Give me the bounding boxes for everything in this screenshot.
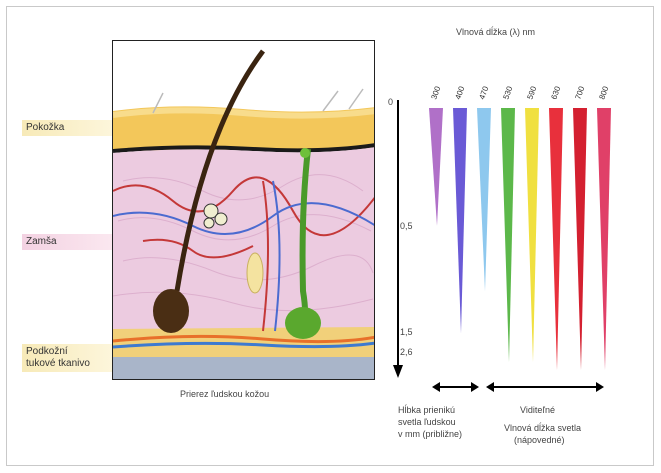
dermis-label: Zamša <box>22 234 114 250</box>
penetration-caption: Hĺbka prienikú svetla ľudskou v mm (prib… <box>398 404 478 440</box>
depth-label-15: 1,5 <box>400 326 413 338</box>
epidermis-label: Pokožka <box>22 120 114 136</box>
cross-section-caption: Prierez ľudskou kožou <box>180 388 269 400</box>
depth-label-0: 0 <box>388 96 393 108</box>
depth-label-05: 0,5 <box>400 220 413 232</box>
visible-caption: Viditeľné Vlnová dĺžka svetla (nápovedné… <box>504 404 634 446</box>
skin-cross-section <box>112 40 375 380</box>
visible-caption-line2: Vlnová dĺžka svetla <box>504 422 634 434</box>
penetration-caption-line3: v mm (približne) <box>398 429 462 439</box>
subcutis-label-line1: Podkožní <box>26 346 68 357</box>
penetration-caption-line2: svetla ľudskou <box>398 417 456 427</box>
visible-caption-line3: (nápovedné) <box>504 434 634 446</box>
depth-label-26: 2,6 <box>400 346 413 358</box>
skin-illustration <box>113 41 375 380</box>
penetration-caption-line1: Hĺbka prienikú <box>398 405 455 415</box>
wavelength-title: Vlnová dĺžka (λ) nm <box>456 26 535 38</box>
subcutis-label: Podkožní tukové tkanivo <box>22 344 114 372</box>
visible-caption-line1: Viditeľné <box>504 404 634 416</box>
subcutis-label-line2: tukové tkanivo <box>26 358 90 369</box>
